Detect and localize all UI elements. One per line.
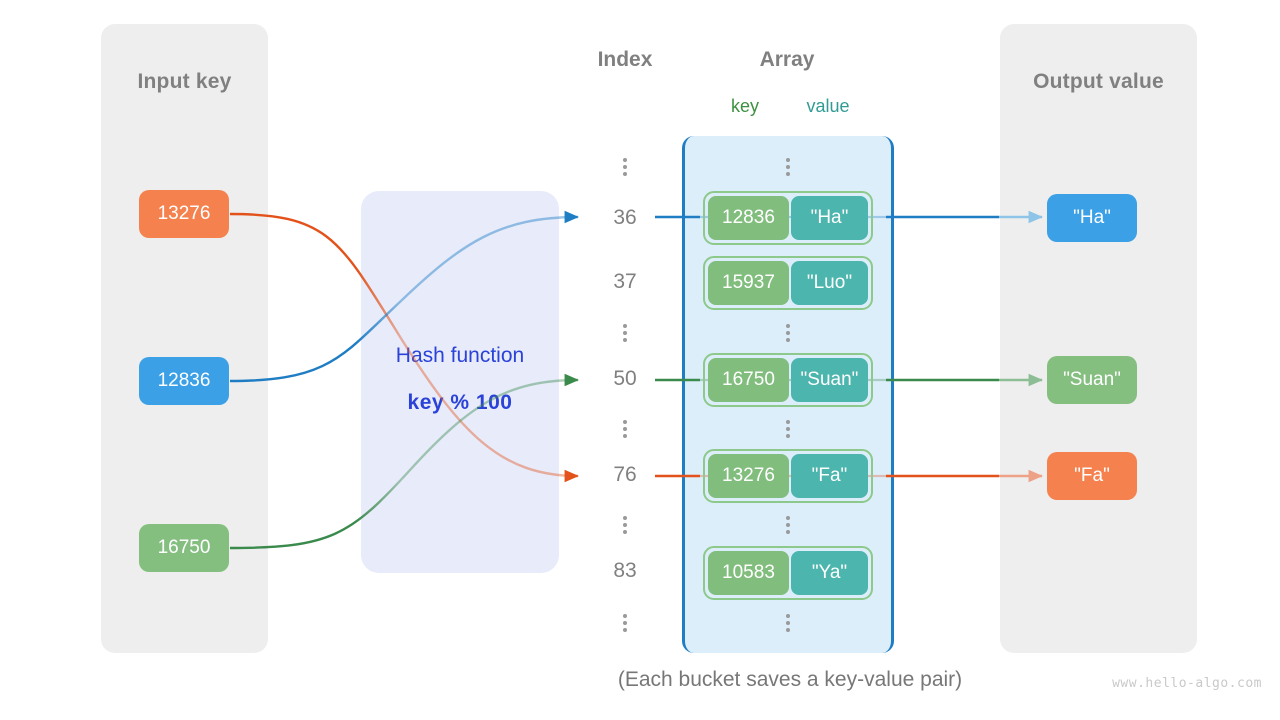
watermark: www.hello-algo.com	[1112, 676, 1262, 691]
output-value-panel: Output value	[1000, 24, 1197, 653]
bucket-value: "Luo"	[790, 261, 868, 305]
bucket-value: "Suan"	[790, 358, 868, 402]
bucket-key: 12836	[708, 196, 789, 240]
input-key-chip[interactable]: 13276	[139, 190, 229, 238]
index-label: 36	[613, 206, 637, 229]
index-ellipsis	[618, 513, 632, 537]
index-column-heading: Index	[597, 48, 653, 71]
bucket[interactable]: 15937"Luo"	[703, 256, 873, 310]
diagram-caption: (Each bucket saves a key-value pair)	[617, 668, 963, 691]
array-value-subheading: value	[806, 96, 850, 116]
index-ellipsis	[618, 417, 632, 441]
index-label: 50	[613, 367, 637, 390]
array-column-heading: Array	[759, 48, 815, 71]
hash-function-label: Hash function	[395, 344, 525, 367]
bucket-ellipsis	[781, 321, 795, 345]
bucket-ellipsis	[781, 417, 795, 441]
bucket-key: 13276	[708, 454, 789, 498]
input-key-chip[interactable]: 12836	[139, 357, 229, 405]
hash-function-formula: key % 100	[407, 391, 513, 414]
input-key-chip[interactable]: 16750	[139, 524, 229, 572]
output-value-chip[interactable]: "Suan"	[1047, 356, 1137, 404]
index-label: 37	[613, 270, 637, 293]
bucket-key: 16750	[708, 358, 789, 402]
index-ellipsis	[618, 321, 632, 345]
index-label: 83	[613, 559, 637, 582]
bucket[interactable]: 12836"Ha"	[703, 191, 873, 245]
bucket-ellipsis	[781, 513, 795, 537]
index-ellipsis	[618, 155, 632, 179]
bucket-ellipsis	[781, 611, 795, 635]
bucket-key: 15937	[708, 261, 789, 305]
bucket[interactable]: 10583"Ya"	[703, 546, 873, 600]
bucket-value: "Ha"	[790, 196, 868, 240]
index-label: 76	[613, 463, 637, 486]
bucket-value: "Fa"	[790, 454, 868, 498]
array-key-subheading: key	[730, 96, 759, 116]
bucket-value: "Ya"	[790, 551, 868, 595]
bucket[interactable]: 13276"Fa"	[703, 449, 873, 503]
output-value-chip[interactable]: "Fa"	[1047, 452, 1137, 500]
bucket[interactable]: 16750"Suan"	[703, 353, 873, 407]
input-key-panel-title: Input key	[137, 70, 232, 93]
bucket-key: 10583	[708, 551, 789, 595]
hash-function-box	[361, 191, 559, 573]
output-value-panel-title: Output value	[1033, 70, 1164, 93]
bucket-ellipsis	[781, 155, 795, 179]
output-value-chip[interactable]: "Ha"	[1047, 194, 1137, 242]
index-ellipsis	[618, 611, 632, 635]
